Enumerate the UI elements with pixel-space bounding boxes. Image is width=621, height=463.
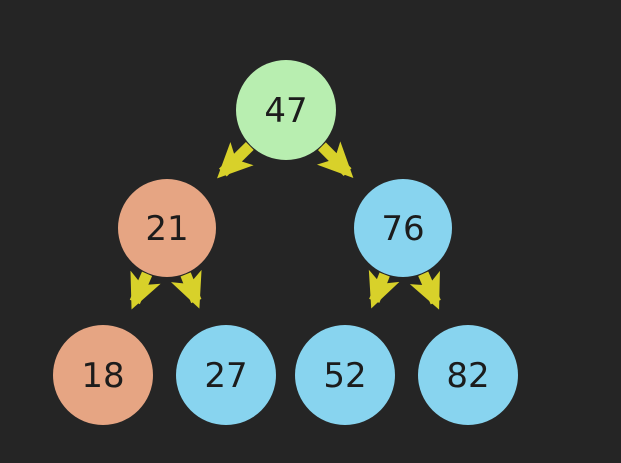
tree-node-76[interactable]: 76 — [354, 179, 452, 277]
tree-edge-47-to-76 — [316, 141, 354, 178]
node-label-52: 52 — [323, 356, 366, 396]
node-circle-76 — [354, 179, 452, 277]
node-circle-27 — [176, 325, 276, 425]
tree-node-52[interactable]: 52 — [295, 325, 395, 425]
tree-node-27[interactable]: 27 — [176, 325, 276, 425]
node-layer: 47 21 76 18 27 52 82 — [53, 60, 518, 425]
tree-node-82[interactable]: 82 — [418, 325, 518, 425]
tree-edge-21-to-27 — [171, 269, 202, 309]
tree-node-18[interactable]: 18 — [53, 325, 153, 425]
tree-edge-76-to-82 — [409, 270, 441, 310]
node-label-76: 76 — [381, 209, 424, 249]
node-circle-52 — [295, 325, 395, 425]
tree-edge-47-to-21 — [217, 141, 254, 179]
edge-layer — [129, 141, 441, 310]
tree-edge-76-to-52 — [368, 269, 400, 309]
node-label-27: 27 — [204, 356, 247, 396]
node-label-47: 47 — [264, 91, 307, 131]
node-label-18: 18 — [81, 356, 124, 396]
tree-node-47[interactable]: 47 — [236, 60, 336, 160]
node-circle-47 — [236, 60, 336, 160]
node-circle-82 — [418, 325, 518, 425]
tree-node-21[interactable]: 21 — [118, 179, 216, 277]
node-circle-18 — [53, 325, 153, 425]
node-circle-21 — [118, 179, 216, 277]
tree-edge-21-to-18 — [129, 270, 161, 310]
node-label-82: 82 — [446, 356, 489, 396]
node-label-21: 21 — [145, 209, 188, 249]
